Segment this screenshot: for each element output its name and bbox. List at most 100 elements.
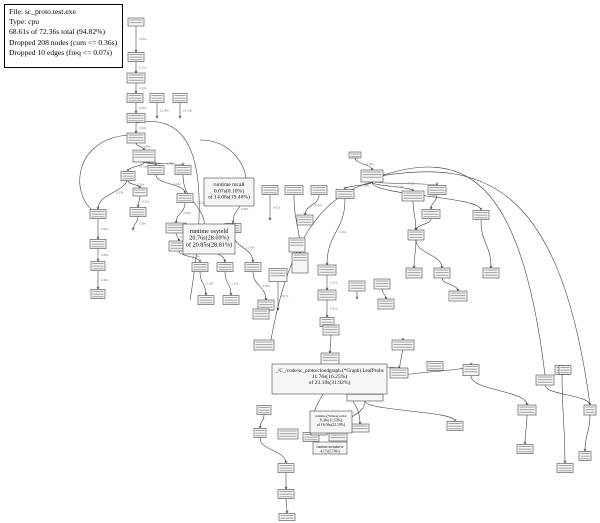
function-node[interactable] [310,185,328,195]
function-node[interactable] [535,374,555,386]
function-node[interactable] [89,239,107,249]
function-node[interactable] [132,149,156,163]
function-node[interactable] [401,190,425,202]
function-node[interactable] [277,428,299,440]
call-edge [379,171,591,406]
edge-weight-label: 2.59s [139,222,147,226]
function-node[interactable] [149,93,165,103]
function-node[interactable] [278,513,296,521]
function-node[interactable] [222,295,240,305]
function-node[interactable] [284,185,304,195]
function-node[interactable] [389,367,409,379]
edge-arrowhead [96,258,100,262]
function-node[interactable] [132,187,148,197]
edge-arrowhead [131,227,135,231]
function-node[interactable] [291,252,309,274]
function-node[interactable] [176,193,194,203]
function-node[interactable] [197,295,215,305]
call-edge [259,437,287,464]
function-node[interactable] [126,72,146,84]
function-node[interactable] [288,237,306,253]
function-node[interactable] [427,185,447,195]
function-node[interactable] [129,207,147,217]
function-node[interactable] [261,185,279,195]
function-node[interactable] [277,489,295,499]
hot-function-node-line: 0.07s(0.10%) [214,187,244,194]
call-edge [415,239,443,269]
function-node[interactable] [268,268,288,282]
function-node[interactable] [322,324,340,336]
function-node[interactable] [277,463,295,473]
function-node[interactable] [256,405,272,415]
call-edge [561,374,566,464]
function-node[interactable] [335,189,355,199]
hot-function-node-leafprobs[interactable]: _/C_/code/sc_proto/cloudgraph.(*Graph).L… [271,363,388,395]
function-node[interactable] [89,209,107,219]
function-node[interactable] [583,404,597,416]
function-node[interactable] [446,421,464,431]
function-node[interactable] [391,339,415,351]
function-node[interactable] [377,298,395,310]
call-edge [175,202,186,224]
function-node[interactable] [558,365,572,375]
function-node[interactable] [360,169,384,183]
function-node[interactable] [317,289,337,301]
function-node[interactable] [516,444,534,454]
function-node[interactable] [126,113,146,123]
edge-weight-label: 0.07s [281,294,289,298]
function-node[interactable] [407,229,425,241]
function-node[interactable] [462,364,480,376]
function-node[interactable] [120,171,136,181]
function-node[interactable] [433,267,451,279]
legend-dropped-nodes: Dropped 208 nodes (cum <= 0.36s) [9,37,118,47]
function-node[interactable] [127,17,145,27]
legend-file: File: sc_proto.test.exe [9,7,76,16]
function-node[interactable] [320,352,340,366]
function-node[interactable] [257,299,275,311]
function-node[interactable] [216,262,234,272]
function-node[interactable] [421,209,441,219]
function-node[interactable] [253,428,267,438]
function-node[interactable] [147,165,165,175]
edge-weight-label: 0.21s [139,66,147,70]
function-node[interactable] [127,52,145,62]
function-node[interactable] [405,267,423,279]
edge-arrowhead [479,207,483,211]
function-node[interactable] [350,423,370,433]
function-node[interactable] [317,264,337,276]
function-node[interactable] [556,463,574,473]
edge-weight-label: 14.20s [183,109,193,113]
function-node[interactable] [191,262,209,272]
function-node[interactable] [472,210,490,220]
function-node[interactable] [482,267,500,279]
edge-arrowhead [223,259,227,263]
function-node[interactable] [348,280,366,292]
edge-arrowhead [181,162,185,166]
call-edge [304,194,320,216]
edge-arrowhead [126,168,130,172]
edge-arrowhead [258,425,262,429]
function-node[interactable] [90,289,106,299]
function-node[interactable] [426,361,444,371]
function-node[interactable] [348,151,362,159]
edge-weight-label: 8.22s [142,200,150,204]
function-node[interactable] [172,93,188,103]
call-edge [415,218,432,231]
function-node[interactable] [126,132,146,144]
function-node[interactable] [90,261,106,271]
function-node[interactable] [373,278,391,290]
function-node[interactable] [126,93,144,103]
function-node[interactable] [174,165,192,175]
function-node[interactable] [253,339,275,351]
function-node[interactable] [578,451,592,461]
function-node[interactable] [244,262,262,272]
function-node[interactable] [328,432,348,442]
function-node[interactable] [252,308,270,320]
function-node[interactable] [517,404,537,416]
function-node[interactable] [448,290,468,302]
function-node[interactable] [296,214,314,226]
